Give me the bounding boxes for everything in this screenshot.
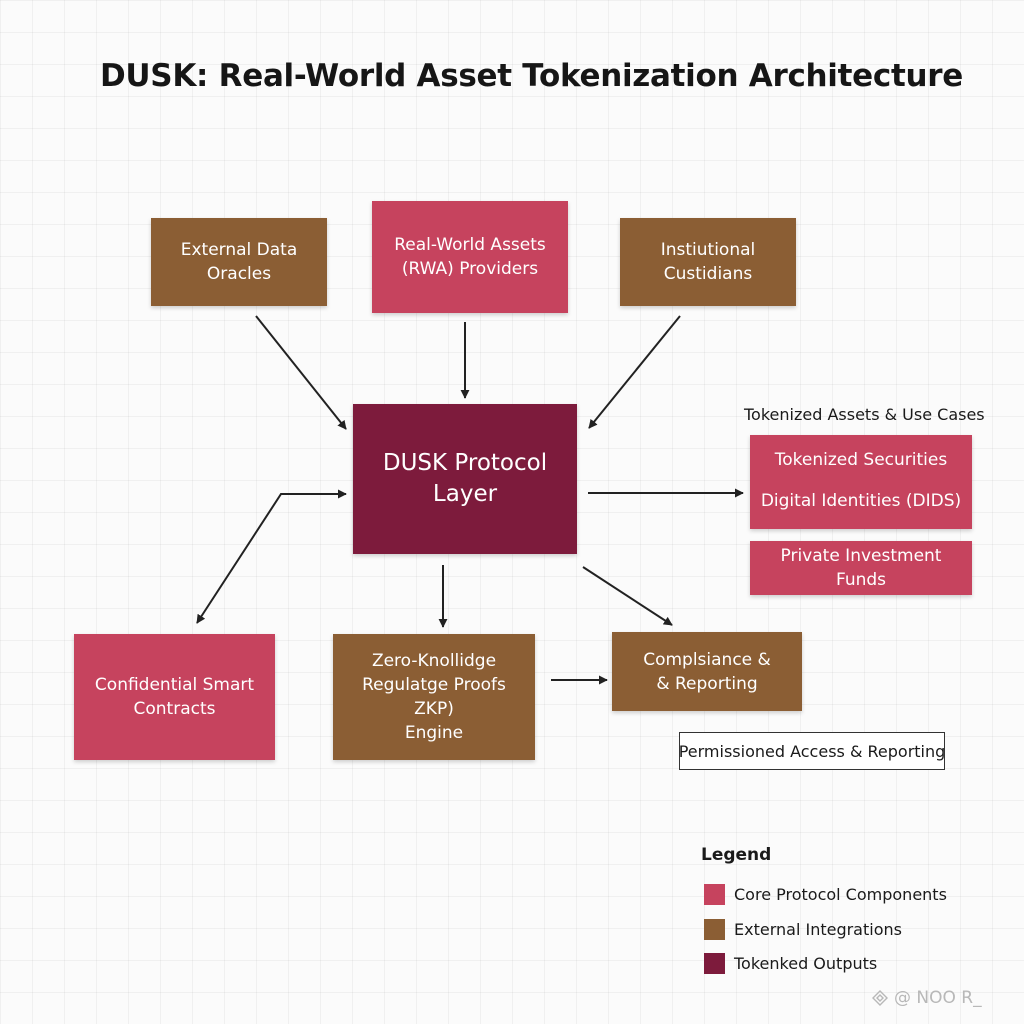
node-label-line: Custidians (663, 264, 753, 284)
node-label-line: Engine (404, 723, 464, 743)
node-rwa-providers: Real-World Assets (RWA) Providers (372, 201, 568, 313)
node-label-line: Instiutional (660, 240, 756, 260)
node-label-line: Complsiance & (643, 649, 771, 670)
node-label-line: Confidential Smart (94, 675, 255, 695)
arrow-core-to-compliance (582, 566, 673, 626)
node-label-line: DUSK Protocol (382, 450, 548, 476)
legend-item-core: Core Protocol Components (704, 884, 947, 905)
permissioned-access-box: Permissioned Access & Reporting (679, 732, 945, 770)
permissioned-access-label: Permissioned Access & Reporting (678, 741, 946, 761)
arrow-oracles-to-core (255, 315, 347, 430)
legend-item-external: External Integrations (704, 919, 902, 940)
legend-label: Tokenked Outputs (734, 954, 878, 973)
legend-swatch-maroon (704, 953, 725, 974)
diagram-title: DUSK: Real-World Asset Tokenization Arch… (100, 58, 963, 94)
node-label-line: Zero-Knollidge (371, 651, 497, 671)
node-label-line: (RWA) Providers (401, 259, 539, 279)
node-label-line: Layer (432, 481, 498, 507)
node-zkp-engine: Zero-Knollidge Regulatge Proofs ZKP) Eng… (333, 634, 535, 760)
node-institutional-custodians: Instiutional Custidians (620, 218, 796, 306)
use-case-private-investment-funds: Private Investment Funds (750, 541, 972, 595)
legend-item-outputs: Tokenked Outputs (704, 953, 877, 974)
legend-label: External Integrations (734, 920, 902, 939)
node-label-line: Real-World Assets (394, 235, 546, 255)
watermark: @ NOO R_ (872, 988, 982, 1008)
use-case-digital-identities: Digital Identities (DIDS) (760, 491, 962, 511)
node-label-line: Private Investment Funds (780, 546, 942, 590)
node-label-line: Regulatge Proofs ZKP) (362, 675, 506, 719)
arrow-core-to-smart-contracts (196, 489, 347, 624)
node-label-line: External Data (180, 240, 298, 260)
node-label-line: & Reporting (656, 673, 758, 694)
node-confidential-smart-contracts: Confidential Smart Contracts (74, 634, 275, 760)
node-dusk-protocol-layer: DUSK Protocol Layer (353, 404, 577, 554)
use-case-tokenized-securities: Tokenized Securities (774, 450, 948, 470)
diamond-logo-icon (872, 990, 888, 1006)
legend-swatch-brown (704, 919, 725, 940)
watermark-text: @ NOO R_ (894, 988, 982, 1008)
node-compliance-reporting: Complsiance & & Reporting (612, 632, 802, 711)
node-label-line: Contracts (133, 699, 216, 719)
use-cases-heading: Tokenized Assets & Use Cases (744, 405, 985, 424)
arrow-custodians-to-core (588, 315, 681, 429)
legend-label: Core Protocol Components (734, 885, 947, 904)
node-external-data-oracles: External Data Oracles (151, 218, 327, 306)
use-cases-group-box (750, 435, 972, 529)
legend-swatch-pink (704, 884, 725, 905)
legend-title: Legend (701, 845, 772, 865)
node-label-line: Oracles (206, 264, 272, 284)
